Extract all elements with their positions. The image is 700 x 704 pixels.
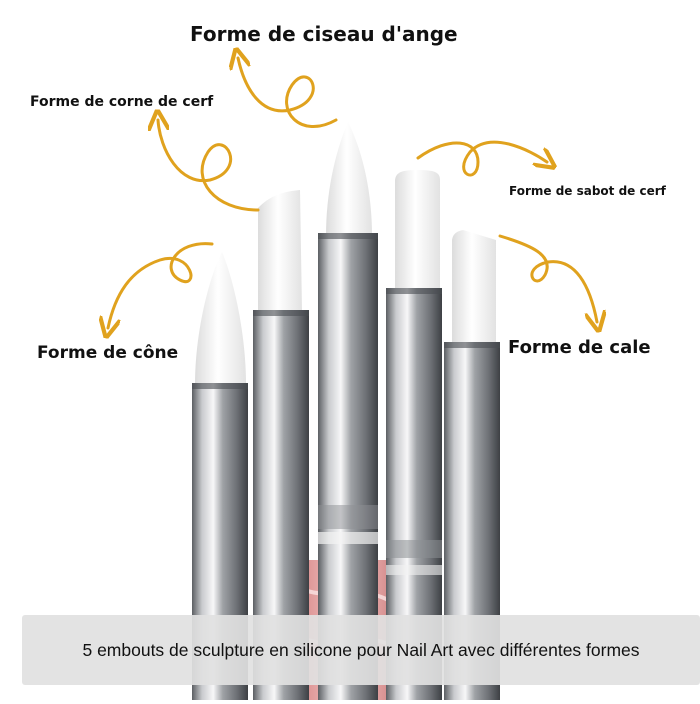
deer-hoof-arrow: [416, 140, 547, 177]
label-deer-horn: Forme de corne de cerf: [30, 94, 214, 110]
label-wedge: Forme de cale: [508, 337, 651, 358]
angel-arrow: [238, 58, 338, 128]
label-cone: Forme de cône: [37, 343, 179, 363]
caption-text: 5 embouts de sculpture en silicone pour …: [82, 639, 640, 660]
deer-horn-arrow: [158, 120, 260, 212]
cone-arrow: [108, 242, 214, 328]
caption-banner: 5 embouts de sculpture en silicone pour …: [22, 615, 700, 685]
label-deer-hoof: Forme de sabot de cerf: [509, 184, 666, 198]
arrow-group: [108, 58, 597, 328]
wedge-arrow: [498, 234, 597, 322]
angel-scissor-brush: [318, 122, 378, 700]
label-angel-scissor: Forme de ciseau d'ange: [190, 22, 458, 46]
